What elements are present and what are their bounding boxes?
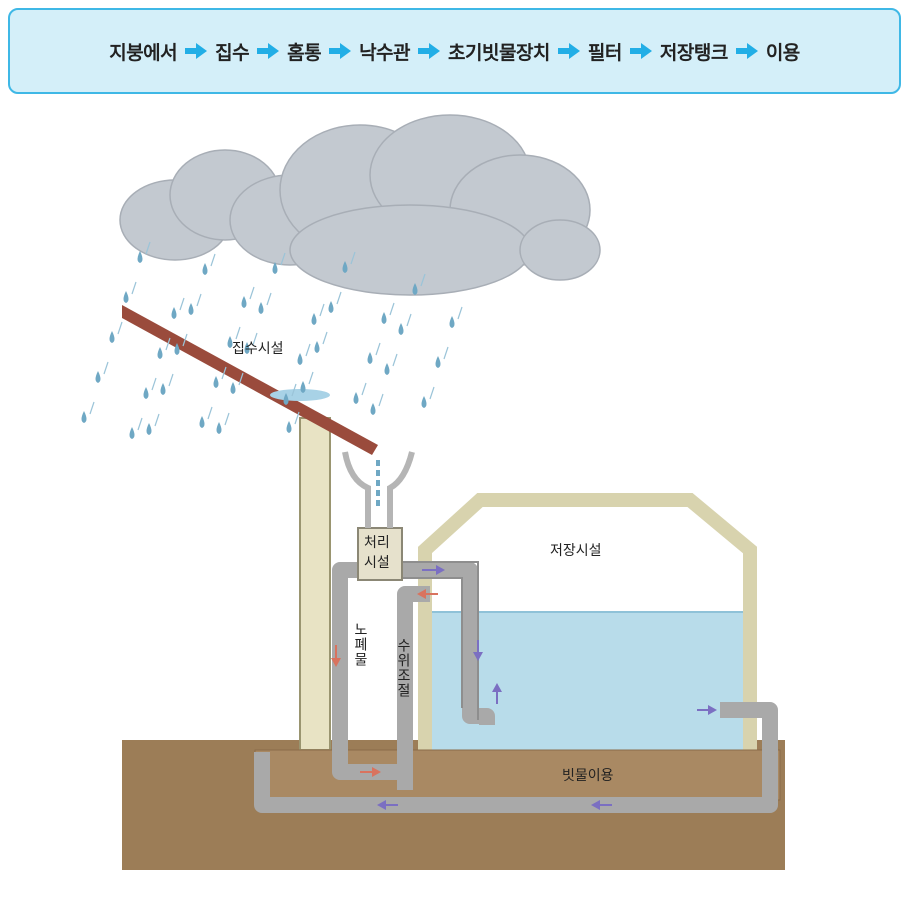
raindrop [146,423,152,435]
raindrop [412,283,418,295]
flow-step: 홈통 [287,41,322,64]
flow-arrow-icon [185,43,208,59]
cloud [119,114,601,296]
raindrops [81,241,463,439]
process-flow: 지붕에서 집수 홈통 낙수관 초기빗물장치 필터 저장탱크 이용 [109,38,800,65]
raindrop [230,382,236,394]
raindrop [109,331,115,343]
raindrop [449,316,455,328]
raindrop [160,383,166,395]
storage-label: 저장시설 [550,543,602,559]
treatment-label-1: 처리 [364,535,390,551]
raindrop [300,381,306,393]
flow-step: 초기빗물장치 [448,41,550,64]
usage-label: 빗물이용 [562,768,614,784]
flow-arrows [377,565,717,810]
raindrop [129,427,135,439]
raindrop [384,363,390,375]
raindrop [342,261,348,273]
flow-arrow-icon [557,43,580,59]
raindrop [421,396,427,408]
raindrop [137,251,143,263]
raindrop [241,296,247,308]
raindrop [95,371,101,383]
raindrop [297,353,303,365]
raindrop [157,347,163,359]
raindrop [81,411,87,423]
raindrop [370,403,376,415]
raindrop [143,387,149,399]
collection-label: 집수시설 [232,341,284,357]
raindrop [202,263,208,275]
water-level-label: 수위조절 [395,638,411,698]
raindrop [398,323,404,335]
roof [122,305,378,455]
flow-arrow-icon [329,43,352,59]
flow-step: 집수 [215,41,250,64]
raindrop [258,302,264,314]
raindrop [286,421,292,433]
process-banner: 지붕에서 집수 홈통 낙수관 초기빗물장치 필터 저장탱크 이용 [8,8,901,94]
raindrop [283,393,289,405]
raindrop [123,291,129,303]
raindrop [311,313,317,325]
flow-arrow-icon [418,43,441,59]
raindrop [188,303,194,315]
raindrop [213,376,219,388]
stored-water [432,612,743,750]
raindrop [174,343,180,355]
raindrop [381,312,387,324]
waste-label: 노폐물 [352,622,368,667]
treatment-label-2: 시설 [364,555,390,571]
gutter-funnel [342,451,371,528]
raindrop [171,307,177,319]
rainwater-illustration [81,114,785,870]
flow-step: 낙수관 [359,41,411,64]
raindrop [353,392,359,404]
raindrop [435,356,441,368]
waste-arrows [331,589,438,777]
raindrop [272,262,278,274]
support-pillar [299,417,331,751]
raindrop [199,416,205,428]
flow-arrow-icon [629,43,652,59]
flow-arrow-icon [735,43,758,59]
raindrop [216,422,222,434]
raindrop [227,336,233,348]
flow-step: 필터 [587,41,622,64]
raindrop [314,341,320,353]
flow-step: 지붕에서 [109,41,178,64]
rainwater-scene: 집수시설 처리 시설 저장시설 노폐물 수위조절 빗물이용 [0,100,911,893]
flow-step: 저장탱크 [659,41,728,64]
treatment-box [357,527,403,581]
flow-step: 이용 [765,41,800,64]
raindrop [367,352,373,364]
raindrop [328,301,334,313]
flow-arrow-icon [257,43,280,59]
raindrop [244,342,250,354]
